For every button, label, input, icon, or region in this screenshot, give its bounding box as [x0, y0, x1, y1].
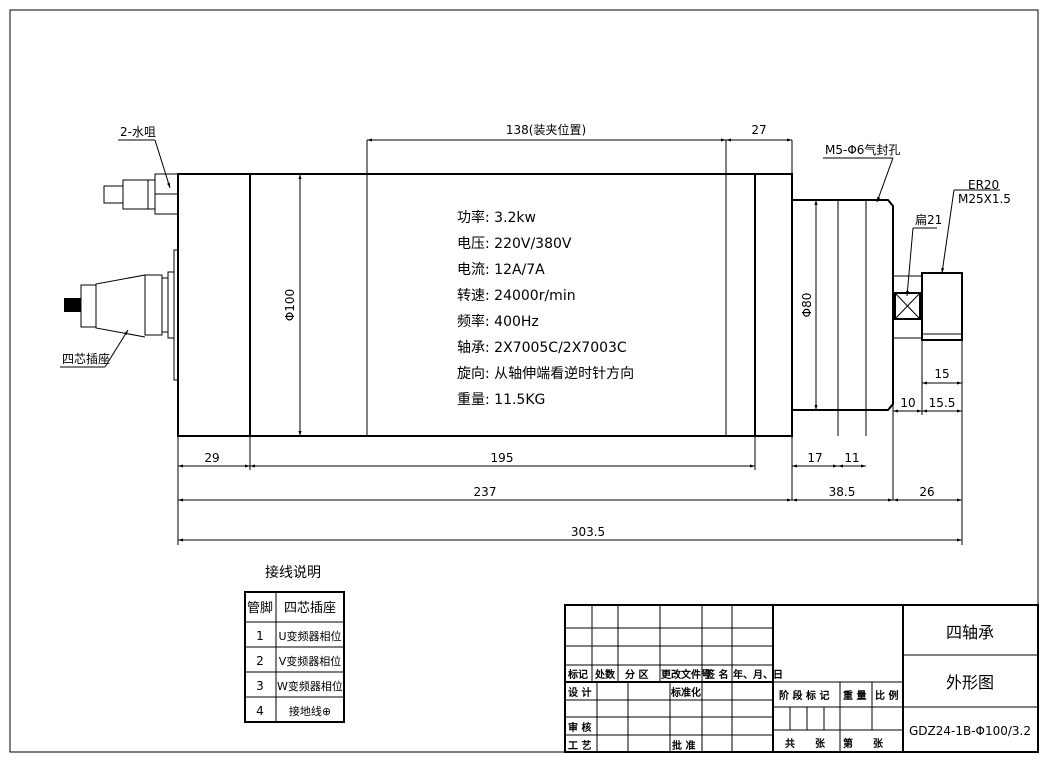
wiring-header-pin: 管脚 [247, 600, 273, 616]
connector-label: 四芯插座 [62, 351, 110, 366]
collet-thread-label: M25X1.5 [958, 192, 1011, 206]
air-seal-label: M5-Φ6气封孔 [825, 142, 900, 157]
water-nozzle [103, 173, 179, 215]
tb-count: 处数 [594, 668, 616, 681]
wiring-header-socket: 四芯插座 [284, 601, 336, 616]
spec-list: 功率: 3.2kw 电压: 220V/380V 电流: 12A/7A 转速: 2… [457, 209, 634, 408]
wiring-title: 接线说明 [265, 564, 321, 581]
tb-design: 设 计 [568, 686, 591, 699]
spec-frequency: 频率: 400Hz [457, 313, 539, 330]
dim-195: 195 [491, 451, 514, 465]
tb-stage: 阶 段 标 记 [779, 689, 829, 702]
wiring-pin: 4 [256, 704, 264, 718]
four-pin-connector [64, 249, 179, 381]
tb-standard: 标准化 [670, 686, 701, 699]
dim-11: 11 [844, 451, 859, 465]
dim-dia100: Φ100 [283, 289, 297, 321]
tb-drawing-type: 外形图 [946, 673, 994, 692]
dim-29: 29 [204, 451, 219, 465]
wiring-pin: 1 [256, 629, 264, 643]
wiring-table: 接线说明 管脚 四芯插座 1 U变频器相位 2 V变频器相位 3 W变频器相位 … [244, 564, 345, 723]
spec-rotation: 旋向: 从轴伸端看逆时针方向 [457, 366, 634, 382]
wiring-pin: 3 [256, 679, 264, 693]
dim-15-5: 15.5 [929, 396, 956, 410]
tb-sheet-no: 第 张 [843, 737, 884, 750]
tb-part-name: 四轴承 [946, 623, 994, 642]
spec-weight: 重量: 11.5KG [457, 392, 545, 408]
drawing-frame [9, 9, 1039, 753]
dim-27: 27 [751, 123, 766, 137]
spec-voltage: 电压: 220V/380V [457, 236, 572, 252]
spec-bearing: 轴承: 2X7005C/2X7003C [457, 340, 627, 356]
tb-change-doc: 更改文件号 [661, 668, 711, 681]
dim-237: 237 [474, 485, 497, 499]
callouts: 2-水咀 四芯插座 M5-Φ6气封孔 ER20 M25X1.5 扁21 [60, 125, 1011, 368]
dim-clamp: 138(装夹位置) [506, 122, 586, 137]
wiring-desc: W变频器相位 [277, 679, 343, 693]
spec-power: 功率: 3.2kw [457, 209, 536, 226]
tb-review: 审 核 [568, 721, 591, 734]
tb-total-sheets: 共 张 [785, 737, 826, 750]
wiring-desc: V变频器相位 [279, 654, 342, 668]
spec-current: 电流: 12A/7A [457, 262, 545, 278]
dim-dia80: Φ80 [800, 293, 814, 318]
tb-date: 年、月、日 [733, 668, 783, 681]
dim-10: 10 [900, 396, 915, 410]
tb-drawing-number: GDZ24-1B-Φ100/3.2 [909, 724, 1031, 738]
wiring-desc: U变频器相位 [278, 629, 341, 643]
dim-15: 15 [934, 367, 949, 381]
dim-26: 26 [919, 485, 934, 499]
dimensions: 138(装夹位置) 27 Φ100 Φ80 29 195 17 11 237 3… [177, 122, 962, 545]
tb-signature: 签 名 [704, 668, 728, 681]
tb-mark: 标记 [567, 668, 588, 681]
tb-zone: 分 区 [625, 668, 648, 681]
spec-speed: 转速: 24000r/min [457, 288, 576, 304]
wiring-desc: 接地线⊕ [289, 704, 331, 718]
tb-scale: 比 例 [875, 689, 898, 702]
dim-38-5: 38.5 [829, 485, 856, 499]
spindle-front [791, 199, 963, 545]
dim-17: 17 [807, 451, 822, 465]
tb-process: 工 艺 [568, 739, 591, 752]
wiring-pin: 2 [256, 654, 264, 668]
title-block: 标记 处数 分 区 更改文件号 签 名 年、月、日 设 计 标准化 审 核 工 … [564, 604, 1039, 753]
collet-label: ER20 [968, 178, 999, 192]
tb-approve: 批 准 [672, 739, 695, 752]
dim-303-5: 303.5 [571, 525, 605, 539]
flat-label: 扁21 [915, 213, 942, 227]
tb-weight: 重 量 [843, 689, 866, 702]
water-nozzle-label: 2-水咀 [120, 125, 156, 139]
